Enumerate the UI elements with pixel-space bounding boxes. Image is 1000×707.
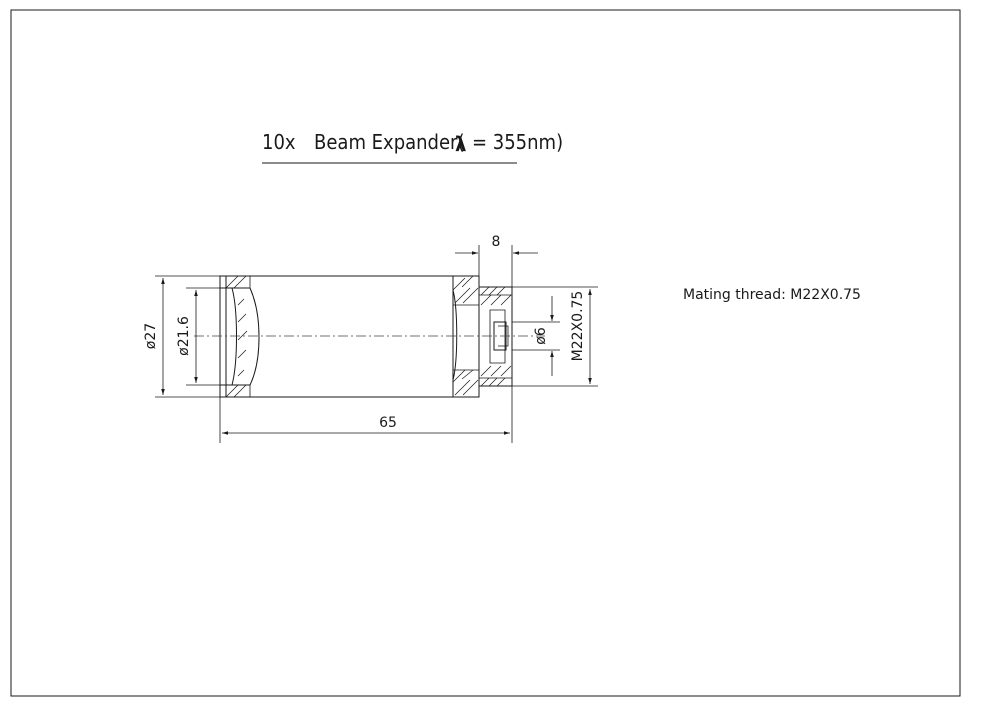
right-shoulder-hatch	[452, 275, 479, 396]
dimension-annotations: ø27 ø21.6 65 8 ø6 M22X0.75	[143, 234, 598, 443]
input-aperture-label: ø6	[533, 327, 549, 345]
sheet-frame	[10, 9, 961, 697]
title-main: Beam Expander(	[314, 130, 464, 154]
lens-hatch	[237, 298, 248, 377]
title-prefix: 10x	[262, 130, 296, 154]
title-suffix: = 355nm)	[472, 130, 563, 154]
left-cell-hatch	[225, 275, 247, 398]
threaded-nose	[479, 286, 513, 387]
outer-diameter-label: ø27	[143, 323, 159, 349]
nose-hatch	[480, 286, 512, 387]
tube-outline	[219, 275, 480, 398]
mating-thread-note: Mating thread: M22X0.75	[683, 287, 861, 303]
length-label: 65	[379, 415, 397, 431]
drawing-title: 10x Beam Expander( λ = 355nm)	[262, 130, 563, 164]
thread-dimension-label: M22X0.75	[570, 291, 586, 362]
lens-element	[231, 287, 237, 386]
flange-length-label: 8	[492, 234, 501, 250]
input-lens	[493, 321, 507, 351]
expander-body	[194, 275, 545, 398]
aperture-diameter-label: ø21.6	[176, 316, 192, 356]
lambda-symbol: λ	[455, 132, 466, 156]
